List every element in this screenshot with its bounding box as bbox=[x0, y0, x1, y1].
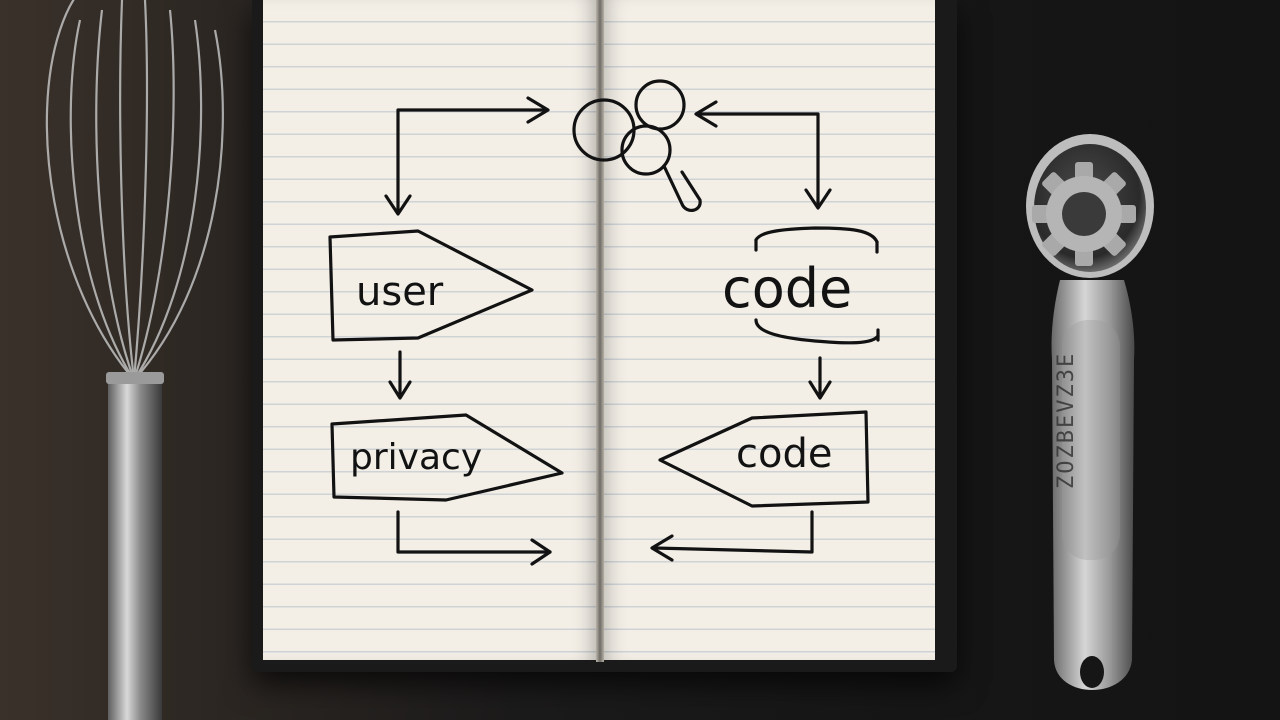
user-label: user bbox=[356, 269, 444, 315]
user-box bbox=[328, 229, 534, 342]
arrow-bottom-left bbox=[396, 510, 552, 554]
code-brace-top bbox=[754, 226, 879, 244]
notebook-spine bbox=[596, 0, 604, 662]
code-box bbox=[658, 410, 870, 508]
gear-icon bbox=[1032, 162, 1136, 266]
code-brace-bottom bbox=[754, 318, 880, 345]
code-label-top: code bbox=[722, 257, 853, 320]
arrow-bottom-right bbox=[652, 510, 814, 554]
magnifying-glass-icon bbox=[572, 79, 702, 212]
privacy-label: privacy bbox=[350, 437, 483, 478]
code-label-bottom: code bbox=[736, 431, 833, 477]
arrow-top-right bbox=[698, 112, 820, 208]
spoon-engraving: ZOZBEVZ3E bbox=[1054, 351, 1079, 489]
arrow-top-left bbox=[396, 108, 547, 214]
privacy-box bbox=[330, 413, 564, 502]
